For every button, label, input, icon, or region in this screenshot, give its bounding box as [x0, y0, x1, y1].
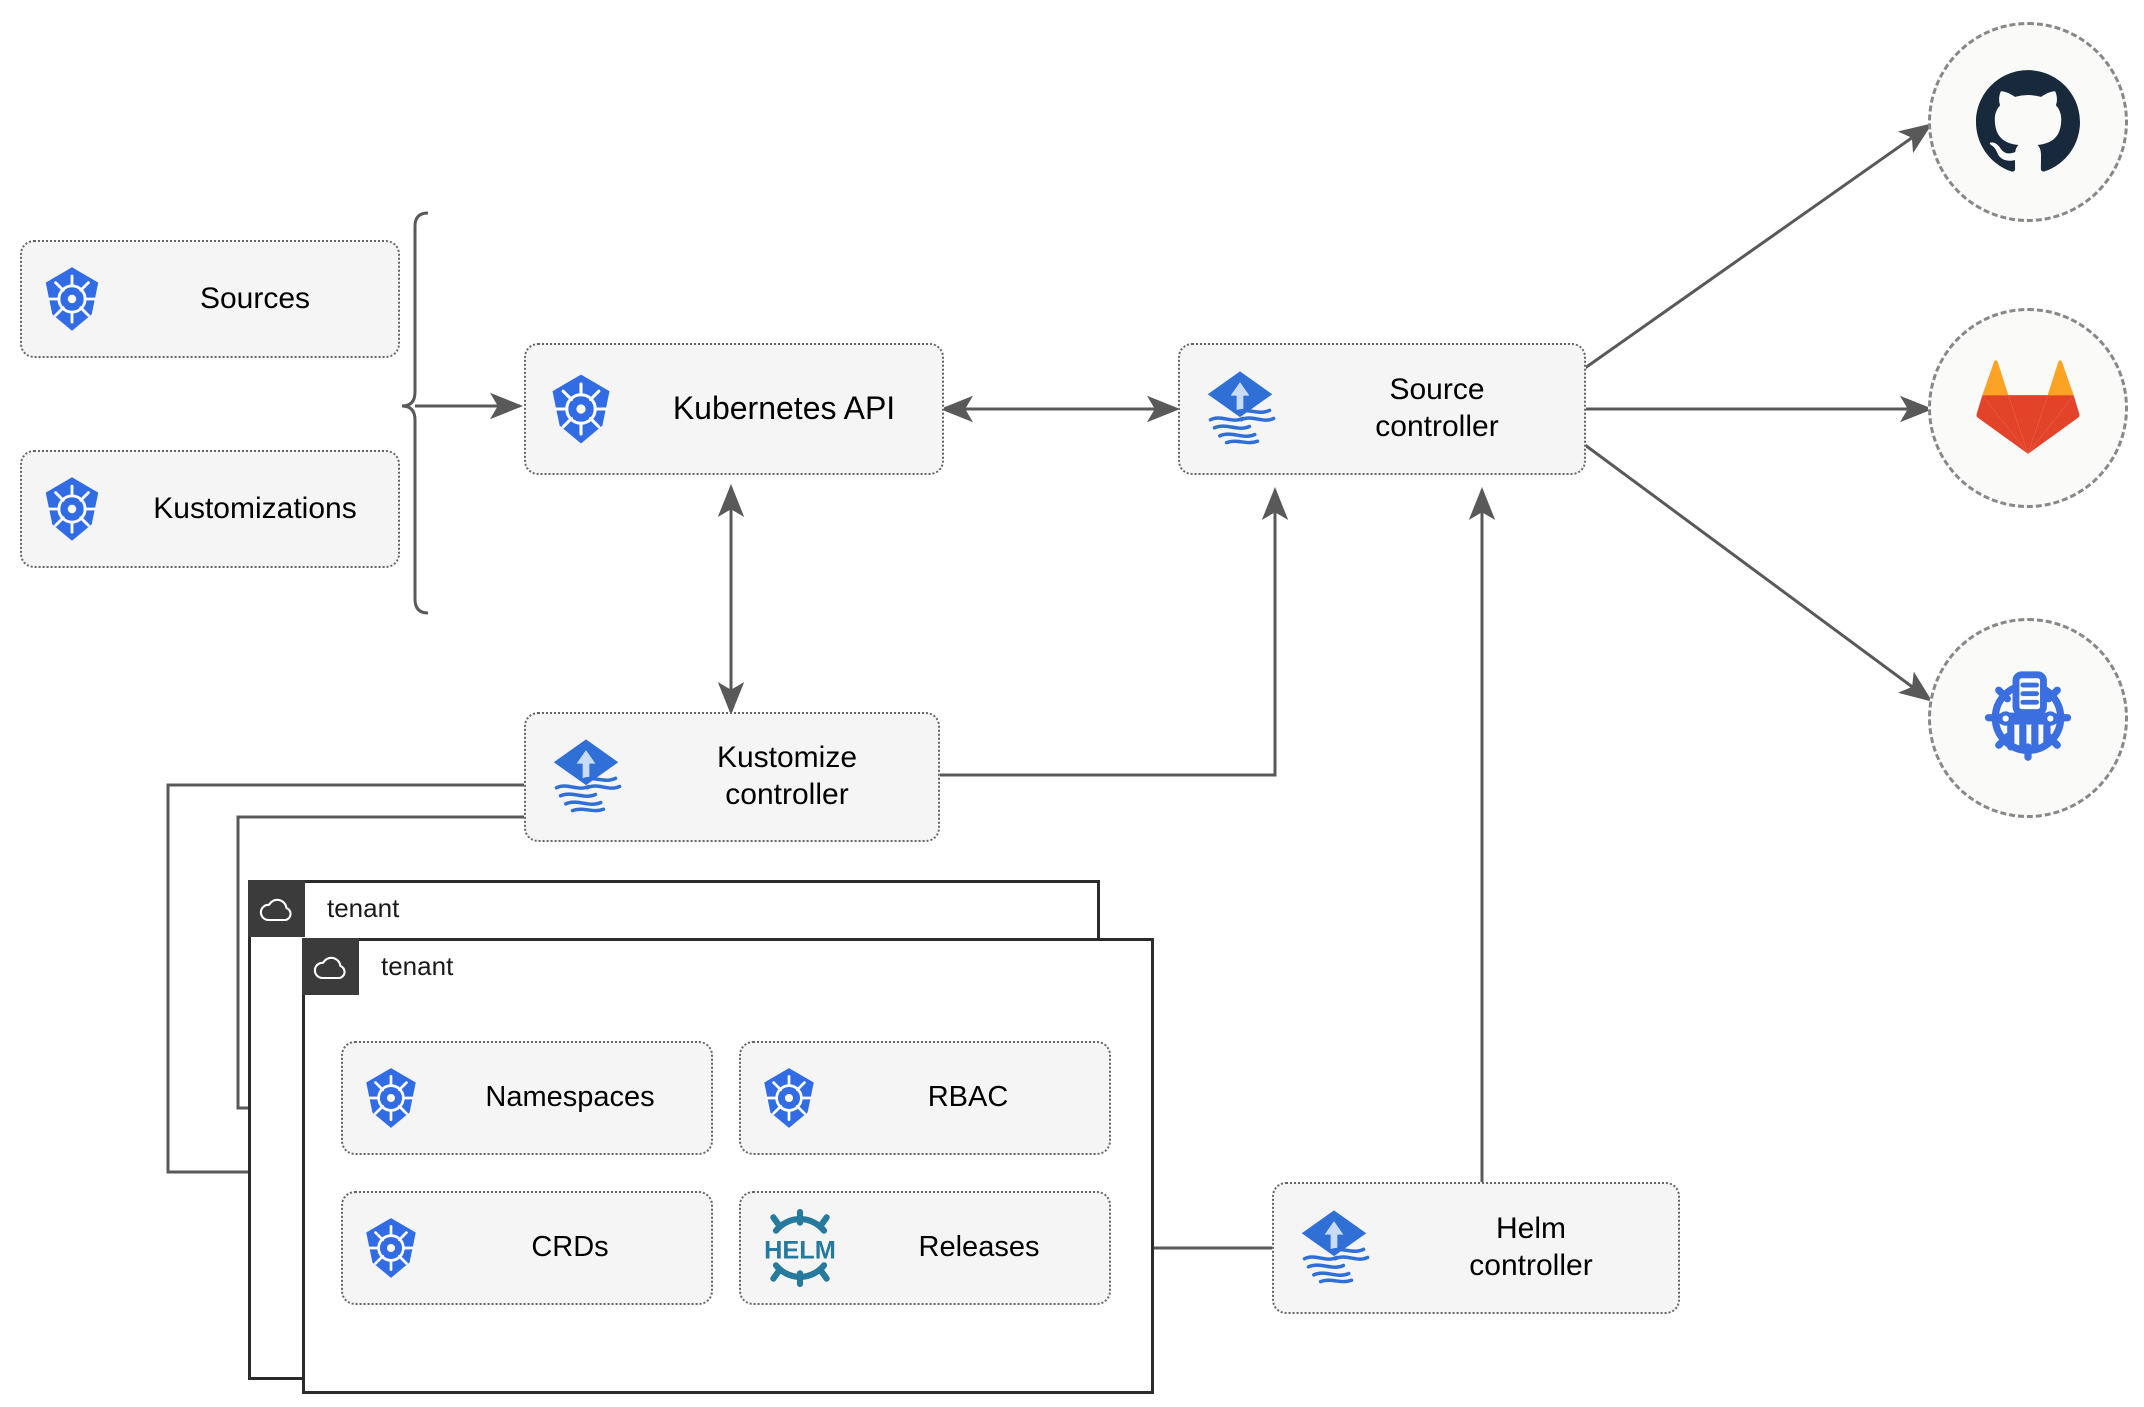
- github-icon: [1976, 68, 2080, 177]
- node-label: Kustomize controller: [716, 741, 858, 811]
- tenant-header: tenant: [248, 880, 399, 937]
- node-label: CRDs: [531, 1231, 609, 1264]
- cloud-icon: [248, 880, 305, 937]
- kubernetes-icon: [22, 264, 122, 334]
- flux-icon: [1180, 366, 1300, 452]
- node-source-controller[interactable]: Source controller: [1178, 343, 1586, 475]
- flux-icon: [1274, 1205, 1394, 1291]
- node-label: Source controller: [1375, 373, 1499, 443]
- node-kustomizations[interactable]: Kustomizations: [20, 450, 400, 568]
- node-label: Kustomizations: [153, 491, 357, 525]
- tenant-container-inner[interactable]: tenant: [302, 938, 1154, 1394]
- kubernetes-icon: [343, 1065, 439, 1131]
- endpoint-helm-repository[interactable]: [1928, 618, 2128, 818]
- node-rbac[interactable]: RBAC: [739, 1041, 1111, 1155]
- node-releases[interactable]: HELM Releases: [739, 1191, 1111, 1305]
- cloud-icon: [302, 938, 359, 995]
- node-namespaces[interactable]: Namespaces: [341, 1041, 713, 1155]
- kubernetes-icon: [526, 371, 636, 447]
- node-kustomize-controller[interactable]: Kustomize controller: [524, 712, 940, 842]
- node-label: Helm controller: [1469, 1212, 1593, 1282]
- edge-kustomize-to-source: [940, 487, 1289, 777]
- node-kubernetes-api[interactable]: Kubernetes API: [524, 343, 944, 475]
- gitlab-icon: [1975, 356, 2081, 461]
- node-label: Sources: [199, 281, 311, 315]
- tenant-label: tenant: [381, 951, 454, 981]
- helm-icon: HELM: [741, 1209, 859, 1287]
- helm-repository-icon: [1973, 661, 2083, 776]
- edge-source-to-github: [1584, 123, 1933, 370]
- endpoint-github[interactable]: [1928, 22, 2128, 222]
- endpoint-gitlab[interactable]: [1928, 308, 2128, 508]
- node-crds[interactable]: CRDs: [341, 1191, 713, 1305]
- node-label: Releases: [918, 1231, 1040, 1264]
- svg-text:HELM: HELM: [764, 1237, 836, 1265]
- tenant-label: tenant: [327, 893, 400, 923]
- node-helm-controller[interactable]: Helm controller: [1272, 1182, 1680, 1314]
- kubernetes-icon: [343, 1215, 439, 1281]
- flux-icon: [526, 734, 646, 820]
- tenant-header: tenant: [302, 938, 453, 995]
- group-brace: [401, 211, 429, 615]
- node-label: RBAC: [927, 1081, 1009, 1114]
- node-label: Kubernetes API: [672, 390, 896, 427]
- kubernetes-icon: [22, 474, 122, 544]
- node-label: Namespaces: [485, 1081, 655, 1114]
- edge-source-to-bucket: [1584, 443, 1933, 702]
- node-sources[interactable]: Sources: [20, 240, 400, 358]
- kubernetes-icon: [741, 1065, 837, 1131]
